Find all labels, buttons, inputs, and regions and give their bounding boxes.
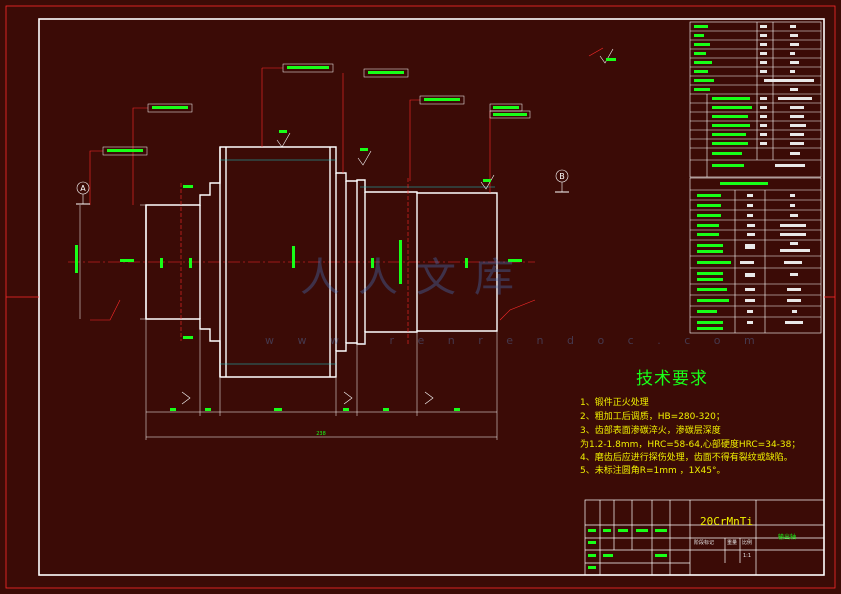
- scale-value: 1:1: [743, 553, 752, 559]
- parameter-table-1: [689, 21, 822, 178]
- table-value-marks: [740, 25, 814, 324]
- weight-label: 重量: [727, 540, 738, 546]
- watermark-url: w w w . r e n r e n d o c . c o m: [265, 334, 765, 347]
- roughness-symbols: [181, 48, 614, 405]
- parameter-table-2: [689, 177, 822, 334]
- part-name: 输出轴: [778, 534, 797, 541]
- material-label: 20CrMnTi: [700, 515, 753, 528]
- datum-a-label: A: [80, 184, 86, 193]
- tolerance-frame-text: [107, 66, 527, 152]
- table-label-marks: [694, 25, 768, 330]
- title-block-marks: [588, 529, 667, 569]
- hidden-lines: [180, 178, 409, 346]
- watermark-brand: 人人文库: [300, 255, 532, 301]
- requirement-item: 3、齿部表面渗碳淬火，渗碳层深度: [580, 426, 721, 436]
- requirement-item: 5、未标注圆角R=1mm ，1X45°。: [580, 466, 726, 476]
- dimension-values: [170, 408, 460, 411]
- scale-label: 比例: [742, 540, 753, 546]
- requirement-item: 为1.2-1.8mm，HRC=58-64,心部硬度HRC=34-38；: [580, 440, 801, 450]
- datum-b-label: B: [559, 172, 565, 181]
- stage-mark-label: 阶段标记: [694, 540, 715, 546]
- dimension-lines: [79, 204, 498, 440]
- shaft-outline: [145, 146, 498, 378]
- datum-b-symbol: [555, 169, 569, 193]
- requirement-item: 1、锻件正火处理: [580, 398, 649, 408]
- gear-pitch-lines: [220, 159, 495, 365]
- tolerance-frames: [102, 63, 531, 156]
- title-block-grid: [584, 499, 825, 576]
- overall-length-dimension: 238: [316, 431, 326, 437]
- requirement-item: 4、磨齿后应进行探伤处理，齿面不得有裂纹或缺陷。: [580, 453, 793, 463]
- green-feature-marks: [75, 185, 522, 339]
- datum-a-symbol: [76, 181, 90, 205]
- roughness-values: [279, 58, 616, 182]
- technical-requirements-title: 技术要求: [636, 369, 708, 389]
- requirement-item: 2、粗加工后调质，HB=280-320；: [580, 412, 725, 422]
